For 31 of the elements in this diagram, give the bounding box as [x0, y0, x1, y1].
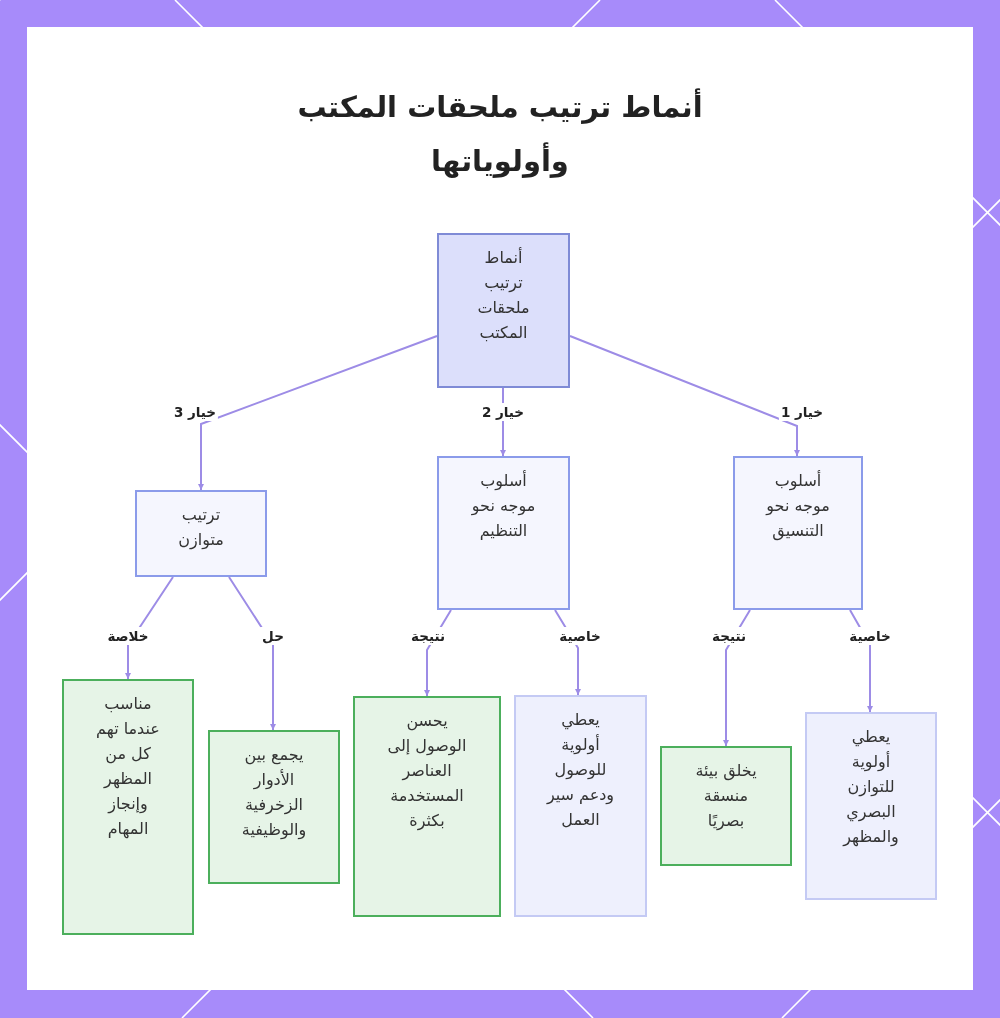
node-text: يعطي أولوية للتوازن البصري والمظهر	[841, 726, 900, 849]
node-text: مناسب عندما تهم كل من المظهر وإنجاز المهام	[95, 693, 161, 841]
arrow	[569, 335, 800, 457]
node-text: يخلق بيئة منسقة بصريًا	[694, 760, 758, 832]
edge-label: خاصية	[847, 627, 893, 645]
process-box	[437, 456, 570, 610]
process-box	[805, 712, 937, 900]
arrow	[228, 576, 276, 731]
node-text: يجمع بين الأدوار الزخرفية والوظيفية	[240, 744, 308, 842]
edge-label: خلاصة	[105, 627, 151, 645]
process-box	[62, 679, 194, 935]
node-text: يحسن الوصول إلى العناصر المستخدمة بكثرة	[386, 710, 468, 833]
arrow	[198, 335, 438, 491]
process-box	[733, 456, 863, 610]
node-text: أسلوب موجه نحو التنظيم	[470, 469, 537, 542]
node-text: أنماط ترتيب ملحقات المكتب	[476, 246, 531, 344]
process-box	[660, 746, 792, 866]
node-text: يعطي أولوية للوصول ودعم سير العمل	[545, 709, 616, 831]
edge-label: خاصية	[557, 627, 603, 645]
process-box	[135, 490, 267, 577]
arrow	[723, 609, 751, 747]
edge-label: نتيجة	[409, 627, 447, 645]
process-box	[514, 695, 647, 917]
node-text: ترتيب متوازن	[177, 504, 225, 552]
process-box	[353, 696, 501, 917]
diagram-title: أنماط ترتيب ملحقات المكتب وأولوياتها	[296, 87, 704, 180]
node-text: أسلوب موجه نحو التنسيق	[764, 469, 831, 543]
edge-label: نتيجة	[710, 627, 748, 645]
edge-label: حل	[260, 627, 286, 645]
process-box	[208, 730, 340, 884]
process-box	[437, 233, 570, 388]
